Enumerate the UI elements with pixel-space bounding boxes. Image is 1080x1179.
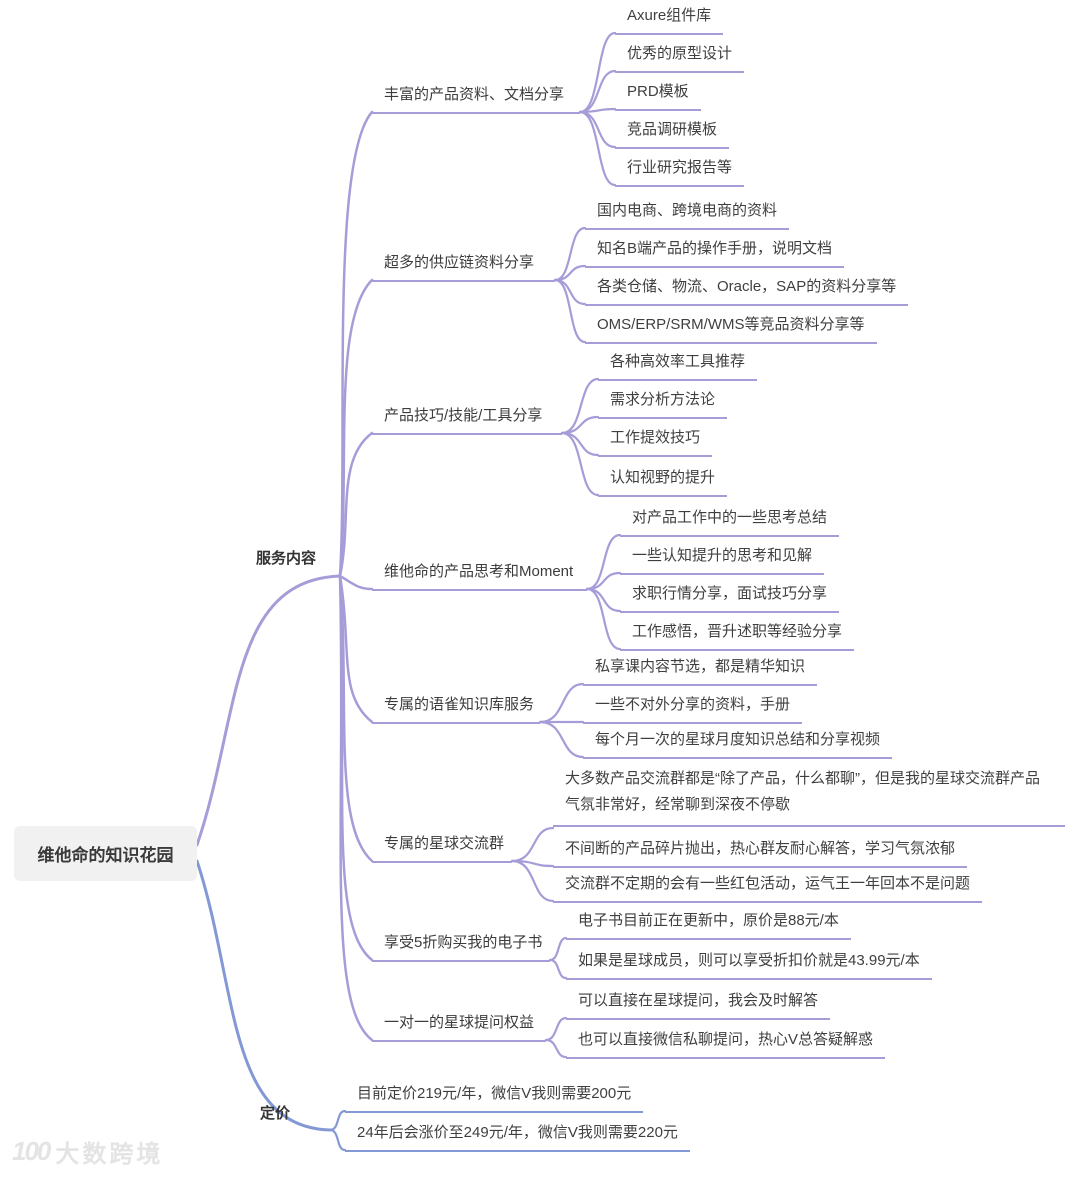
link-leaf	[548, 958, 568, 980]
leaf-node[interactable]: 一些不对外分享的资料，手册	[583, 695, 803, 724]
link-leaf	[553, 278, 587, 344]
link-branch	[338, 110, 374, 578]
leaf-node[interactable]: 不间断的产品碎片抛出，热心群友耐心解答，学习气氛浓郁	[553, 839, 968, 868]
branch-supply[interactable]: 超多的供应链资料分享	[372, 253, 555, 282]
leaf-node[interactable]: 也可以直接微信私聊提问，热心V总答疑解惑	[566, 1030, 886, 1059]
link-branch	[338, 431, 374, 578]
link-leaf	[560, 431, 600, 457]
leaf-node[interactable]: 24年后会涨价至249元/年，微信V我则需要220元	[345, 1123, 690, 1152]
watermark-text: 大数跨境	[55, 1141, 164, 1168]
branch-yuque[interactable]: 专属的语雀知识库服务	[372, 695, 540, 724]
leaf-node[interactable]: Axure组件库	[615, 6, 724, 35]
link-root-services	[195, 574, 342, 847]
link-leaf	[538, 682, 585, 724]
branch-docs[interactable]: 丰富的产品资料、文档分享	[372, 85, 580, 114]
link-root-pricing	[195, 859, 332, 1132]
leaf-node[interactable]: 如果是星球成员，则可以享受折扣价就是43.99元/本	[566, 951, 932, 980]
link-leaf	[553, 278, 587, 306]
leaf-node[interactable]: 大多数产品交流群都是“除了产品，什么都聊”，但是我的星球交流群产品气氛非常好，经…	[553, 766, 1065, 827]
branch-ebook[interactable]: 享受5折购买我的电子书	[372, 933, 550, 962]
link-leaf	[510, 859, 555, 903]
link-branch	[338, 574, 374, 591]
leaf-node[interactable]: 需求分析方法论	[598, 390, 728, 419]
branch-skills[interactable]: 产品技巧/技能/工具分享	[372, 406, 562, 435]
link-leaf	[578, 110, 617, 187]
root-node[interactable]: 维他命的知识花园	[14, 826, 197, 881]
leaf-node[interactable]: 各种高效率工具推荐	[598, 352, 758, 381]
leaf-node[interactable]: 认知视野的提升	[598, 468, 728, 497]
branch-qa[interactable]: 一对一的星球提问权益	[372, 1013, 546, 1042]
link-leaf	[538, 720, 585, 759]
leaf-node[interactable]: 工作感悟，晋升述职等经验分享	[620, 622, 855, 651]
leaf-node[interactable]: 行业研究报告等	[615, 158, 745, 187]
link-leaf	[585, 587, 622, 651]
link-leaf	[328, 1109, 347, 1132]
leaf-node[interactable]: 一些认知提升的思考和见解	[620, 546, 825, 575]
link-branch	[338, 574, 374, 1042]
watermark-logo: 100	[12, 1136, 51, 1166]
leaf-node[interactable]: 对产品工作中的一些思考总结	[620, 508, 840, 537]
section-services[interactable]: 服务内容	[256, 550, 317, 567]
leaf-node[interactable]: 各类仓储、物流、Oracle，SAP的资料分享等	[585, 277, 909, 306]
leaf-node[interactable]: 国内电商、跨境电商的资料	[585, 201, 790, 230]
link-leaf	[578, 31, 617, 114]
leaf-node[interactable]: PRD模板	[615, 82, 701, 111]
link-leaf	[510, 826, 555, 863]
leaf-node[interactable]: 目前定价219元/年，微信V我则需要200元	[345, 1084, 644, 1113]
leaf-node[interactable]: 每个月一次的星球月度知识总结和分享视频	[583, 730, 893, 759]
leaf-node[interactable]: 竞品调研模板	[615, 120, 730, 149]
link-leaf	[548, 936, 568, 962]
leaf-node[interactable]: 求职行情分享，面试技巧分享	[620, 584, 840, 613]
link-leaf	[544, 1016, 568, 1042]
link-branch	[338, 278, 374, 578]
link-leaf	[560, 431, 600, 497]
section-pricing[interactable]: 定价	[260, 1105, 291, 1122]
leaf-node[interactable]: 可以直接在星球提问，我会及时解答	[566, 991, 831, 1020]
leaf-node[interactable]: 电子书目前正在更新中，原价是88元/本	[566, 911, 851, 940]
leaf-node[interactable]: 优秀的原型设计	[615, 44, 745, 73]
leaf-node[interactable]: 私享课内容节选，都是精华知识	[583, 657, 818, 686]
leaf-node[interactable]: 知名B端产品的操作手册，说明文档	[585, 239, 845, 268]
link-leaf	[585, 587, 622, 613]
leaf-node[interactable]: 交流群不定期的会有一些红包活动，运气王一年回本不是问题	[553, 874, 983, 903]
watermark: 100 大数跨境	[12, 1134, 163, 1169]
leaf-node[interactable]: OMS/ERP/SRM/WMS等竞品资料分享等	[585, 315, 877, 344]
branch-group[interactable]: 专属的星球交流群	[372, 834, 512, 863]
leaf-node[interactable]: 工作提效技巧	[598, 428, 713, 457]
link-leaf	[544, 1038, 568, 1059]
link-branch	[338, 574, 374, 863]
link-branch	[338, 574, 374, 724]
link-leaf	[328, 1128, 347, 1152]
branch-thoughts[interactable]: 维他命的产品思考和Moment	[372, 562, 587, 591]
